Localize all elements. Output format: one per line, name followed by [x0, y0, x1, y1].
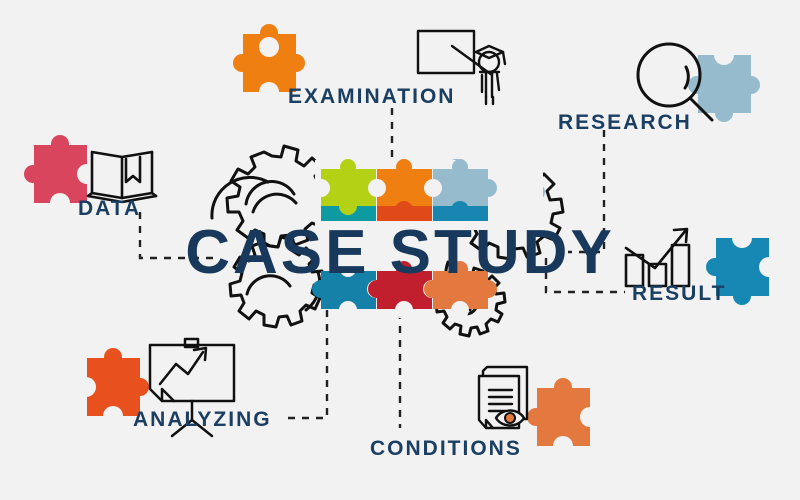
- analyzing-puzzle-piece: [76, 348, 149, 426]
- puzzle-top-row: [312, 159, 497, 221]
- conditions-puzzle-piece: [527, 378, 600, 456]
- label-research: RESEARCH: [558, 111, 692, 134]
- research-puzzle-piece: [688, 45, 760, 122]
- connector-result: [544, 258, 625, 294]
- gear-arc-left-icon: [210, 175, 270, 220]
- presentation-chart-icon: [148, 337, 236, 438]
- label-examination: EXAMINATION: [288, 85, 456, 108]
- label-analyzing: ANALYZING: [133, 408, 272, 431]
- result-puzzle-piece: [706, 228, 779, 305]
- label-data: DATA: [78, 197, 142, 220]
- teacher-whiteboard-icon: [416, 29, 507, 106]
- connector-data: [138, 212, 213, 260]
- bar-chart-arrow-icon: [624, 227, 691, 288]
- open-book-icon: [86, 150, 158, 204]
- label-conditions: CONDITIONS: [370, 437, 522, 460]
- gear-arc-inner-icon: [251, 192, 298, 214]
- label-result: RESULT: [632, 282, 727, 305]
- puzzle-bottom-row: [312, 261, 497, 319]
- gear-lower-left-icon: [228, 235, 326, 329]
- page-title: CASE STUDY: [185, 218, 615, 287]
- magnifying-glass-icon: [636, 42, 714, 122]
- document-eye-icon: [477, 365, 529, 430]
- data-puzzle-piece: [24, 135, 97, 213]
- connector-research: [568, 130, 606, 254]
- examination-puzzle-piece: [233, 24, 305, 102]
